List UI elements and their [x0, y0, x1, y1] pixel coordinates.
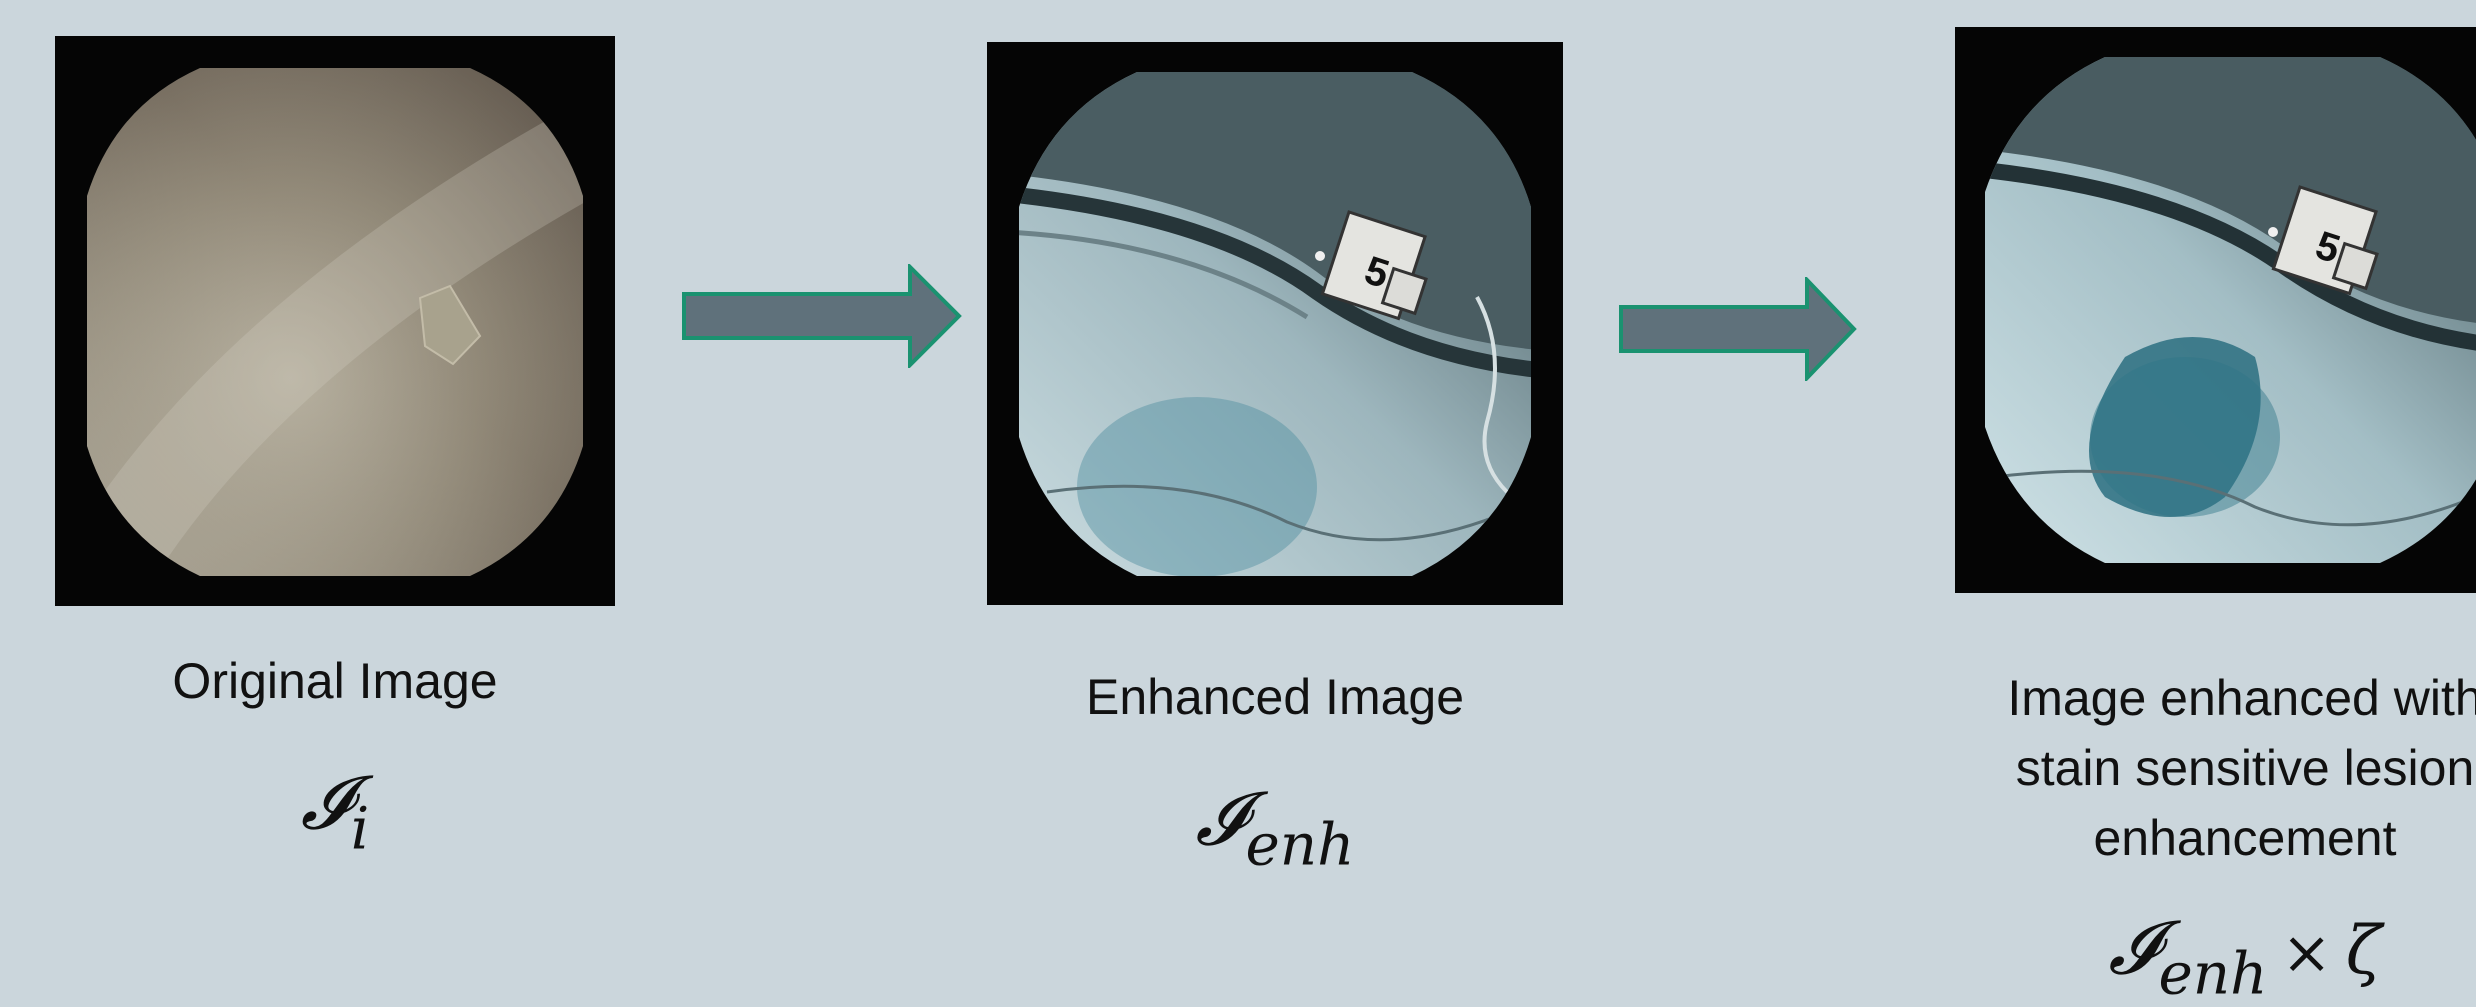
formula-subscript: enh	[2158, 939, 2267, 1007]
formula-symbol: 𝓘	[301, 760, 351, 846]
enhanced-image: 5	[987, 42, 1563, 605]
formula-symbol: 𝓘	[1195, 776, 1245, 862]
caption-line: Enhanced Image	[987, 662, 1563, 732]
stain-enhanced-image-formula: 𝓘enh×ζ	[1955, 905, 2476, 1007]
arrow-right-icon	[1619, 277, 1857, 381]
original-image-caption: Original Image	[55, 646, 615, 716]
original-image-formula: 𝓘i	[55, 760, 615, 862]
caption-line: enhancement	[1955, 803, 2476, 873]
enhanced-image-formula: 𝓘enh	[987, 776, 1563, 878]
caption-line: Original Image	[55, 646, 615, 716]
original-image	[55, 36, 615, 606]
arrow-right-icon	[682, 264, 962, 368]
enhanced-image-panel: 5	[987, 42, 1563, 605]
original-image-panel	[55, 36, 615, 606]
enhanced-image-caption: Enhanced Image	[987, 662, 1563, 732]
caption-line: stain sensitive lesion	[1955, 733, 2476, 803]
formula-operator: ×	[2282, 918, 2332, 988]
formula-subscript: i	[351, 794, 370, 862]
caption-line: Image enhanced with	[1955, 663, 2476, 733]
formula-factor: ζ	[2346, 912, 2382, 989]
formula-subscript: enh	[1245, 810, 1354, 878]
formula-symbol: 𝓘	[2108, 905, 2158, 991]
stain-enhanced-image-caption: Image enhanced with stain sensitive lesi…	[1955, 663, 2476, 873]
stain-enhanced-image: 5	[1955, 27, 2476, 593]
stain-enhanced-image-panel: 5	[1955, 27, 2476, 593]
